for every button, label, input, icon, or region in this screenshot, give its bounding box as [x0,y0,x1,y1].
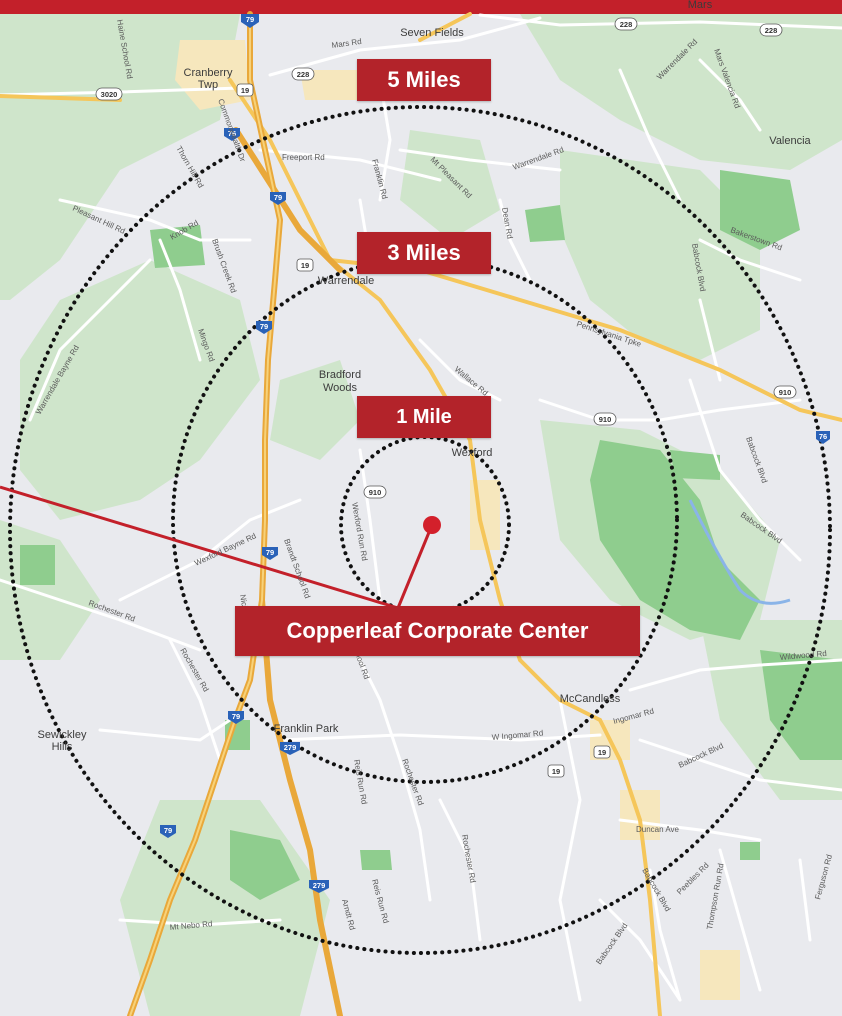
svg-text:76: 76 [819,432,827,441]
site-marker[interactable] [423,516,441,534]
svg-text:79: 79 [246,15,254,24]
route-shields: 79 76 79 79 79 79 79 279 [95,14,830,893]
r228-shield: 228 [291,67,315,81]
svg-text:19: 19 [598,748,606,757]
radius-label-3-mile: 3 Miles [357,232,491,274]
r910-shield-3: 910 [773,385,797,399]
svg-text:228: 228 [620,20,633,29]
svg-text:76: 76 [228,129,236,138]
i79-shield: 79 [241,14,259,28]
i76-shield-2: 76 [816,431,830,444]
svg-text:19: 19 [301,261,309,270]
svg-text:Duncan Ave: Duncan Ave [636,825,680,834]
svg-text:79: 79 [260,322,268,331]
i76-shield: 76 [224,128,240,141]
label-valencia: Valencia [769,135,811,147]
i79-shield-5: 79 [228,711,244,724]
r910-shield-2: 910 [593,412,617,426]
r3020-shield: 3020 [95,87,123,101]
label-wexford: Wexford [452,447,493,459]
label-cranberry-twp: Twp [198,79,218,91]
us19-shield: 19 [236,83,254,97]
label-seven-fields: Seven Fields [400,27,464,39]
svg-text:79: 79 [266,548,274,557]
svg-text:279: 279 [313,881,326,890]
svg-text:Wildwood Rd: Wildwood Rd [779,649,827,662]
svg-text:228: 228 [765,26,778,35]
ring-5-mile [8,105,832,955]
i79-shield-4: 79 [262,547,278,560]
us19-shield-2: 19 [296,258,314,272]
svg-text:79: 79 [164,826,172,835]
label-franklin-park: Franklin Park [274,723,339,735]
interstate-highlight [129,14,282,1016]
svg-text:19: 19 [241,86,249,95]
svg-text:Freeport Rd: Freeport Rd [282,153,325,162]
label-sewickley: Sewickley [38,729,87,741]
svg-text:910: 910 [369,488,382,497]
r910-shield: 910 [363,485,387,499]
svg-text:Mars Rd: Mars Rd [331,37,362,50]
minor-roads [0,13,842,1002]
us19-shield-3: 19 [547,764,565,778]
top-accent-bar [0,0,842,14]
svg-text:W Ingomar Rd: W Ingomar Rd [491,729,543,742]
svg-text:Mt Nebo Rd: Mt Nebo Rd [169,919,212,932]
svg-text:19: 19 [552,767,560,776]
site-leader-line [0,485,434,610]
label-cranberry: Cranberry [184,67,233,79]
radius-label-5-mile: 5 Miles [357,59,491,101]
label-bradford-woods: Woods [323,382,358,394]
us19-shield-4: 19 [593,745,611,759]
creek [688,499,791,605]
ring-3-mile [171,256,679,784]
i79-shield-2: 79 [270,192,286,205]
svg-text:79: 79 [274,193,282,202]
r228-shield-3: 228 [759,23,783,37]
radius-label-1-mile: 1 Mile [357,396,491,438]
svg-text:3020: 3020 [101,90,118,99]
i79-shield-6: 79 [160,825,176,838]
label-mars: Mars [688,0,713,11]
svg-text:228: 228 [297,70,310,79]
label-mccandless: McCandless [560,693,621,705]
label-warrendale: Warrendale [318,275,374,287]
r228-shield-2: 228 [614,17,638,31]
label-sewickley-hills: Hills [52,741,73,753]
i79-shield-3: 79 [256,321,272,334]
i279-shield-2: 279 [309,880,329,893]
place-labels: Cranberry Twp Seven Fields Mars Valencia… [38,0,812,753]
svg-text:910: 910 [599,415,612,424]
urban-areas [175,40,740,1000]
site-name-label: Copperleaf Corporate Center [235,606,640,656]
label-bradford: Bradford [319,369,361,381]
svg-text:279: 279 [284,743,297,752]
svg-text:79: 79 [232,712,240,721]
svg-text:910: 910 [779,388,792,397]
i279-shield: 279 [280,742,300,755]
